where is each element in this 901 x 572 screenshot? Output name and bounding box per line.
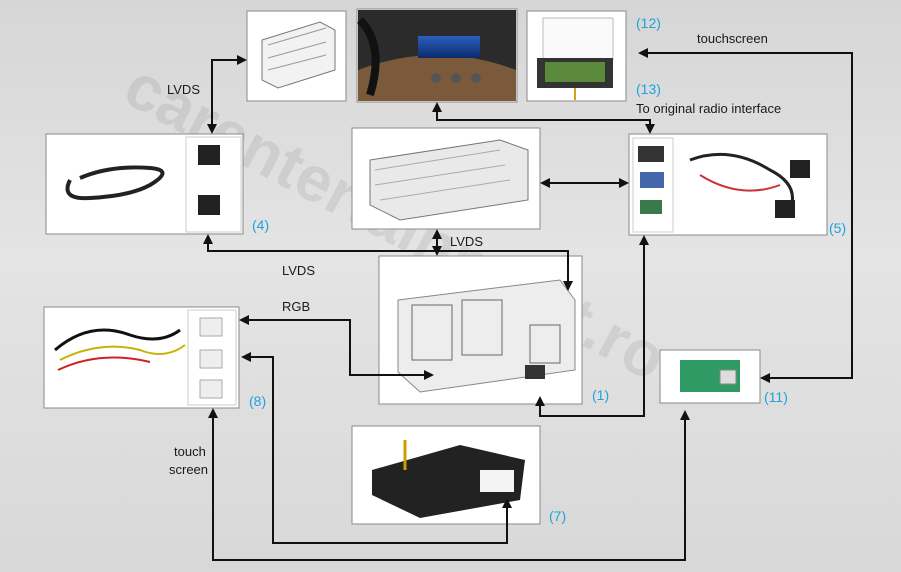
video-interface-photo — [378, 255, 583, 405]
power-harness-photo — [43, 306, 240, 409]
rgb-label: RGB — [282, 299, 310, 314]
lvds-module-photo — [246, 10, 347, 102]
original-radio-label: To original radio interface — [636, 101, 781, 116]
lvds-label-top: LVDS — [167, 82, 200, 97]
component-number-11: (11) — [764, 389, 788, 405]
harness-navigation-link — [241, 352, 512, 544]
navigation-box-photo — [351, 425, 541, 525]
lvds-label-center: LVDS — [450, 234, 483, 249]
touchscreen-label: touchscreen — [697, 31, 768, 46]
dashboard-photo — [356, 8, 518, 103]
component-number-1: (1) — [592, 387, 609, 403]
component-number-8: (8) — [249, 393, 266, 409]
component-number-4: (4) — [252, 217, 269, 233]
lvds-label-left: LVDS — [282, 263, 315, 278]
screen-label: screen — [169, 462, 208, 477]
radio-unit-photo — [351, 127, 541, 230]
component-number-12: (12) — [636, 15, 661, 31]
touchscreen-link — [638, 48, 853, 383]
lvds-cable-photo — [45, 133, 244, 235]
component-number-7: (7) — [549, 508, 566, 524]
touch-label: touch — [174, 444, 206, 459]
lvds-link-top — [207, 55, 247, 134]
radio-harness-photo — [628, 133, 828, 236]
component-number-13: (13) — [636, 81, 661, 97]
touch-controller-photo — [659, 349, 761, 404]
touchscreen-panel-photo — [526, 10, 627, 102]
component-number-5: (5) — [829, 220, 846, 236]
touch-screen-link — [208, 408, 690, 561]
